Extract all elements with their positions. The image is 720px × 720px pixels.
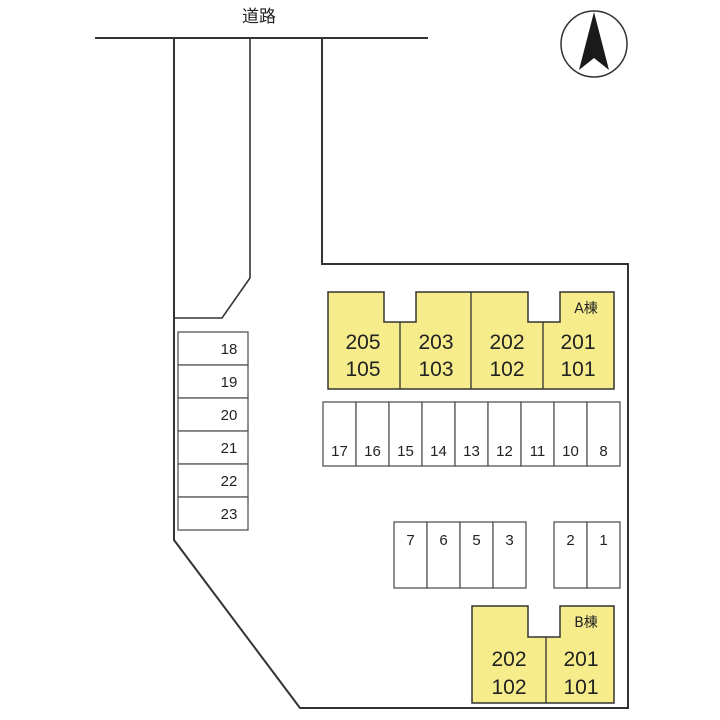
unit-b2-upper: 201 xyxy=(563,648,598,671)
unit-b2-lower: 101 xyxy=(563,676,598,699)
parking-stall-number: 23 xyxy=(221,506,238,523)
unit-a3-lower: 102 xyxy=(489,358,524,381)
parking-stall-number: 1 xyxy=(599,532,607,549)
unit-a2-upper: 203 xyxy=(418,331,453,354)
parking-stall: 6 xyxy=(426,521,461,589)
building-b-outline xyxy=(471,605,615,704)
parking-stall-box xyxy=(177,364,249,399)
driveway-divider xyxy=(174,38,251,319)
building-a: A棟 205 105 203 103 202 102 201 101 xyxy=(327,291,615,390)
parking-stall: 13 xyxy=(454,401,489,467)
parking-stall-number: 11 xyxy=(530,443,546,460)
parking-stall: 3 xyxy=(492,521,527,589)
parking-stall: 17 xyxy=(322,401,357,467)
parking-stall: 19 xyxy=(177,364,249,399)
parking-stall-number: 19 xyxy=(221,374,238,391)
parking-stall-number: 3 xyxy=(505,532,513,549)
parking-stall-number: 2 xyxy=(566,532,574,549)
parking-stall-box xyxy=(177,331,249,366)
road-label: 道路 xyxy=(242,7,276,27)
parking-stall: 12 xyxy=(487,401,522,467)
unit-a1-lower: 105 xyxy=(345,358,380,381)
parking-stall-number: 20 xyxy=(221,407,238,424)
parking-stall-number: 8 xyxy=(599,443,607,460)
parking-stall: 1 xyxy=(586,521,621,589)
parking-stall-number: 10 xyxy=(562,443,579,460)
parking-stall-number: 15 xyxy=(397,443,414,460)
parking-stall-box xyxy=(586,521,621,589)
parking-stall-number: 6 xyxy=(439,532,447,549)
parking-stall-box xyxy=(586,401,621,467)
parking-stall-box xyxy=(393,521,428,589)
parking-stall: 20 xyxy=(177,397,249,432)
building-a-label: A棟 xyxy=(574,301,598,317)
parking-stall-number: 18 xyxy=(221,341,238,358)
parking-stall: 14 xyxy=(421,401,456,467)
parking-stall-box xyxy=(322,401,357,467)
unit-a1-upper: 205 xyxy=(345,331,380,354)
parking-stall: 16 xyxy=(355,401,390,467)
parking-stall-box xyxy=(553,521,588,589)
unit-b1-lower: 102 xyxy=(491,676,526,699)
parking-stall: 10 xyxy=(553,401,588,467)
building-b-label: B棟 xyxy=(574,615,598,631)
parking-stall: 2 xyxy=(553,521,588,589)
parking-stall-box xyxy=(388,401,423,467)
parking-stall: 18 xyxy=(177,331,249,366)
parking-stall-box xyxy=(177,430,249,465)
site-boundary xyxy=(173,38,629,709)
unit-b1-upper: 202 xyxy=(491,648,526,671)
parking-stall: 23 xyxy=(177,496,249,531)
parking-stall-number: 17 xyxy=(331,443,348,460)
parking-stall-number: 22 xyxy=(221,473,238,490)
parking-stall: 21 xyxy=(177,430,249,465)
parking-stall: 7 xyxy=(393,521,428,589)
parking-stall-number: 16 xyxy=(364,443,381,460)
parking-stall-number: 7 xyxy=(406,532,414,549)
parking-stall-number: 12 xyxy=(496,443,513,460)
parking-stall: 15 xyxy=(388,401,423,467)
unit-a2-lower: 103 xyxy=(418,358,453,381)
parking-stall: 22 xyxy=(177,463,249,498)
parking-stall-box xyxy=(454,401,489,467)
parking-stall-box xyxy=(421,401,456,467)
north-arrow-icon xyxy=(560,10,628,78)
unit-a3-upper: 202 xyxy=(489,331,524,354)
parking-stall: 11 xyxy=(520,401,555,467)
building-b: B棟 202 102 201 101 xyxy=(471,605,615,704)
parking-stall: 5 xyxy=(459,521,494,589)
parking-stall-number: 5 xyxy=(472,532,480,549)
parking-stall-number: 21 xyxy=(221,440,238,457)
parking-stall-box xyxy=(487,401,522,467)
parking-stall-box xyxy=(177,397,249,432)
unit-a4-upper: 201 xyxy=(560,331,595,354)
parking-stall-number: 14 xyxy=(430,443,447,460)
parking-stall-box xyxy=(177,463,249,498)
parking-stall-box xyxy=(177,496,249,531)
parking-stall: 8 xyxy=(586,401,621,467)
unit-a4-lower: 101 xyxy=(560,358,595,381)
parking-stall-box xyxy=(492,521,527,589)
parking-stall-number: 13 xyxy=(463,443,480,460)
